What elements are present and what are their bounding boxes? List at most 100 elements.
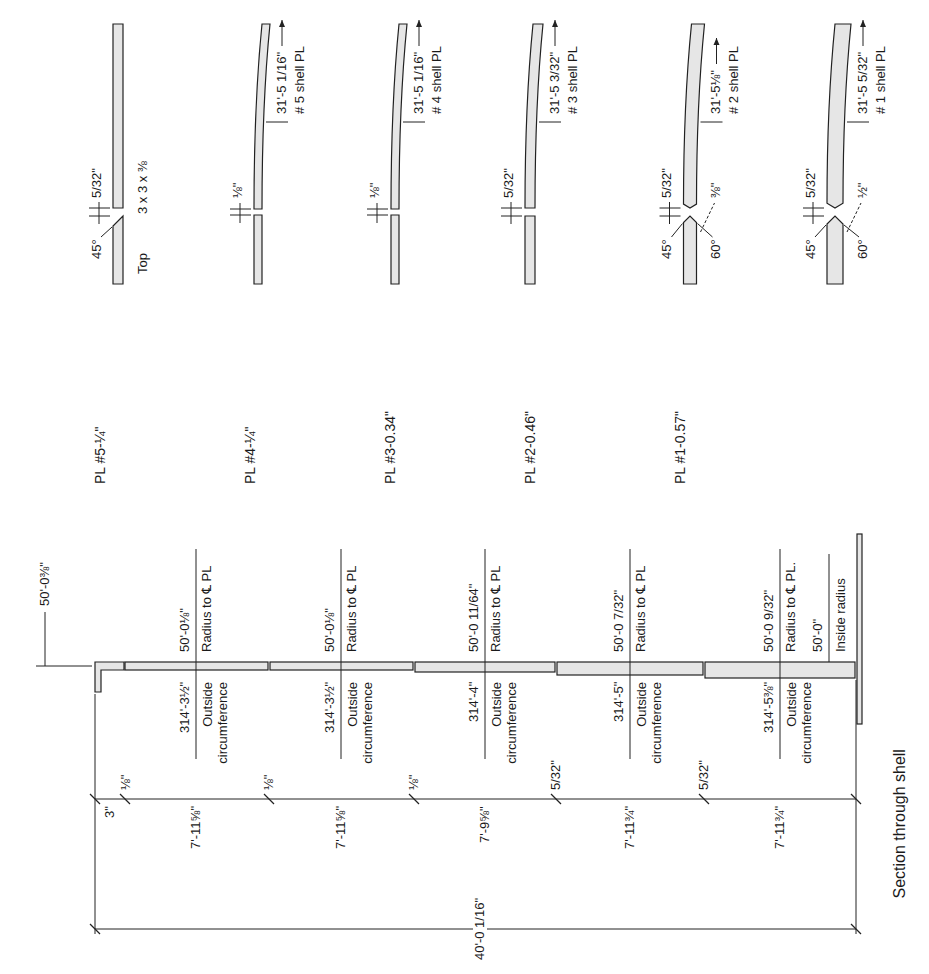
leader-line: [672, 224, 683, 238]
length-arrow: [716, 38, 717, 64]
length-arrow: [555, 20, 556, 46]
leader-line: [844, 225, 859, 237]
radius-value: 50'-0⅛": [323, 608, 338, 652]
plate-end: [525, 216, 535, 284]
gap-label: ⅛": [407, 775, 422, 790]
bevel-depth: ⅜": [709, 183, 724, 198]
circumference-value: 314'-4": [467, 682, 482, 722]
dimension-line: [99, 202, 100, 224]
plate-thickness: PL #1-0.57": [672, 411, 688, 484]
leader-line: [847, 203, 861, 232]
plate-end: [684, 24, 705, 208]
gap-label: 5/32": [90, 168, 105, 198]
plate-thickness: PL #5-¼": [92, 427, 108, 484]
radius-note: Radius to ℄ PL: [200, 566, 215, 652]
dimension-label: 7'-11¾": [773, 806, 788, 849]
dimension-label: 7'-11⅝": [189, 806, 204, 849]
leader-line: [101, 227, 112, 237]
dimension-tick: [120, 794, 130, 804]
circumference-value: 314'-3½": [323, 682, 338, 733]
plate-end: [113, 216, 123, 284]
part-name: Top: [136, 253, 151, 274]
radius-note: Radius to ℄ PL: [489, 566, 504, 652]
dimension-line: [511, 202, 512, 224]
plate-length: 31'-5 1/16": [275, 52, 290, 114]
gap-label: ⅛": [119, 775, 134, 790]
plate-length: 31'-5 1/16": [412, 52, 427, 114]
length-arrow: [282, 20, 283, 46]
circumference-note: Outside circumference: [346, 682, 376, 777]
gap-label: 5/32": [697, 760, 712, 790]
dimension-tick: [539, 122, 561, 123]
plate-end: [684, 216, 697, 284]
dimension-tick: [266, 122, 288, 123]
plate-length: 31'-5 3/32": [548, 52, 563, 114]
top-angle: [95, 662, 124, 692]
radius-value: 50'-0": [811, 619, 826, 652]
leader-line: [829, 554, 830, 662]
leader-line: [815, 225, 826, 237]
circumference-value: 314'-5⅜": [762, 682, 777, 733]
plate-end: [525, 24, 543, 208]
part-name: # 4 shell PL: [430, 46, 445, 114]
dimension-tick: [409, 794, 419, 804]
gap-label: ⅛": [262, 775, 277, 790]
extension-line: [856, 680, 857, 934]
plate-end: [827, 24, 851, 208]
angle-label: 60°: [709, 239, 724, 259]
leader-line: [196, 549, 197, 759]
circumference-value: 314'-3½": [178, 682, 193, 733]
bevel-depth: ½": [856, 183, 871, 198]
part-name: # 5 shell PL: [293, 46, 308, 114]
length-arrow: [863, 20, 864, 46]
plate-thickness: PL #4-¼": [242, 427, 258, 484]
radius-value: 50'-0 9/32": [762, 590, 777, 652]
leader-line: [485, 549, 486, 759]
radius-value: 50'-0 11/64": [467, 584, 482, 652]
part-name: # 2 shell PL: [727, 46, 742, 114]
extension-line: [36, 666, 92, 667]
leader-line: [630, 549, 631, 759]
radius-value: 50'-0 7/32": [612, 590, 627, 652]
dimension-tick: [264, 794, 274, 804]
circumference-note: Outside circumference: [785, 682, 815, 777]
angle-label: 45°: [660, 239, 675, 259]
dimension-tick: [847, 122, 869, 123]
plate-end: [254, 24, 270, 209]
leader-line: [341, 549, 342, 759]
bottom-plate: [857, 534, 862, 724]
dimension-line: [240, 203, 241, 223]
radius-note: Inside radius: [834, 578, 849, 652]
gap-label: ⅛": [231, 183, 246, 198]
plate-end: [391, 215, 399, 284]
leader-line: [701, 203, 715, 232]
plate-length: 31'-5⅛": [709, 70, 724, 114]
plate-thickness: PL #2-0.46": [522, 411, 538, 484]
radius-value: 50'-0⅛": [178, 608, 193, 652]
dimension-tick: [551, 794, 561, 804]
dimension-line: [813, 202, 814, 224]
leader-line: [780, 549, 781, 759]
part-name: # 1 shell PL: [874, 46, 889, 114]
gap-label: 5/32": [549, 760, 564, 790]
circumference-note: Outside circumference: [201, 682, 231, 777]
dimension-line: [45, 612, 46, 666]
dimension-line: [95, 799, 856, 800]
angle-size: 3 x 3 x ⅜: [136, 161, 151, 214]
angle-label: 60°: [856, 239, 871, 259]
circumference-value: 314'-5": [612, 682, 627, 722]
extension-line: [95, 694, 96, 934]
plate-end: [827, 216, 843, 284]
dimension-label: 50'-0⅜": [38, 562, 53, 606]
dimension-label: 40'-0 1/16": [473, 895, 488, 963]
length-arrow: [419, 20, 420, 46]
gap-label: 5/32": [804, 168, 819, 198]
circumference-note: Outside circumference: [635, 682, 665, 777]
plate-end: [113, 24, 123, 208]
dimension-tick: [699, 794, 709, 804]
angle-label: 45°: [804, 239, 819, 259]
plate-end: [391, 24, 407, 209]
plate-length: 31'-5 5/32": [856, 52, 871, 114]
